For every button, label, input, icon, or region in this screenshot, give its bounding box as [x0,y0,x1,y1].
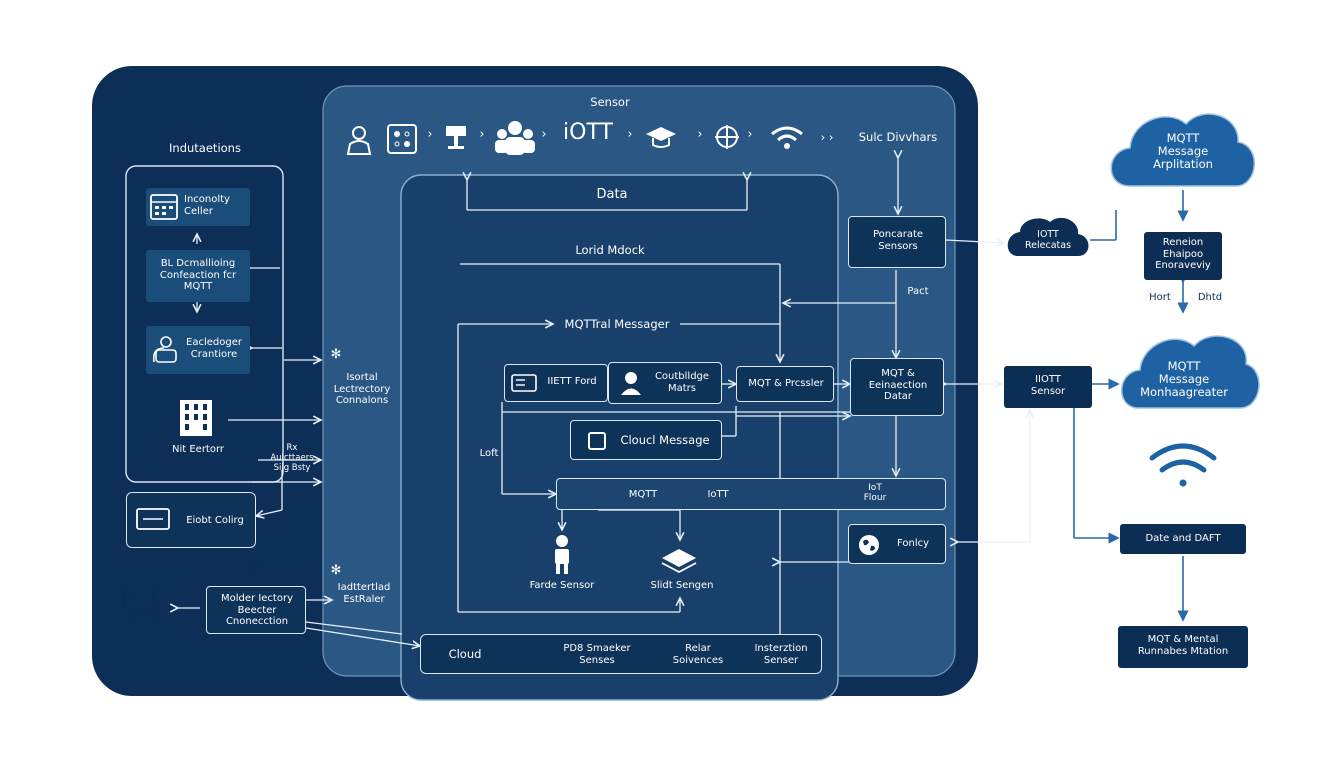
left-group-title: Indutaetions [169,141,241,155]
circuit-board-icon [386,123,418,159]
exchange-label: Eacledoger Crantiore [186,337,242,360]
globe-icon [857,533,881,561]
gear-icon: ✻ [330,347,342,362]
connection-card[interactable]: BL Dcmallioing Confeaction fcr MQTT [146,250,250,302]
mqt-presenter-node[interactable]: MQT & Prcssler [736,366,834,402]
iott-relecatas-cloud: IOTT Relecatas [1024,229,1072,251]
left-group-box [125,165,284,483]
hort-label: Hort [1149,292,1171,303]
wifi-signal-icon [770,124,804,154]
reneion-node[interactable]: Reneion Ehaipoo Enoraveviy [1144,232,1222,280]
mqt-extraction-node[interactable]: MQT & Eeinaection Datar [850,358,944,416]
mqt-presenter-label: MQT & Prcssler [748,378,824,389]
fonlcy-node[interactable]: Fonlcy [848,524,946,564]
connection-label: BL Dcmallioing Confeaction fcr MQTT [159,258,237,292]
bottom-sensor-bar[interactable]: Cloud PD8 Smaeker Senses Relar Soivences… [420,634,822,674]
mqtt-bar-label-1: MQTT [628,489,658,500]
exchange-card[interactable]: Eacledoger Crantiore [146,326,250,374]
arrow-glyph: › [747,127,753,142]
billet-label: Eiobt Colirg [186,515,244,526]
iott-label: iOTT [563,120,613,145]
monitor-icon [135,507,171,537]
people-icon [148,334,180,368]
date-dartt-node[interactable]: Date and DAFT [1120,524,1246,554]
inventory-card[interactable]: Inconolty Celler [146,188,250,226]
cloud-shapes [1007,113,1260,409]
small-wifi-icon [242,559,270,579]
load-model-label: Lorid Mdock [575,243,645,257]
mqt-mental-label: MQT & Mental Runnabes Mtation [1137,634,1229,657]
coutbildge-node[interactable]: Coutblldge Matrs [608,362,722,404]
side-label-estraler: Iadttertlad EstRaler [337,582,391,605]
cloud-label: Cloud [448,647,482,661]
side-label-connections: Isortal Lectrectory Connalons [333,372,391,406]
reneion-label: Reneion Ehaipoo Enoraveviy [1155,237,1211,271]
billet-card[interactable]: Eiobt Colirg [126,492,256,548]
mqt-mental-node[interactable]: MQT & Mental Runnabes Mtation [1118,626,1248,668]
user-icon [619,370,643,400]
cloud-message-node[interactable]: Cloucl Message [570,420,722,460]
iott-sensor-label: IIOTT Sensor [1030,374,1066,397]
building-label: Nit Eertorr [171,444,225,455]
wifi-icon [1149,443,1217,487]
portpolate-sensors-node[interactable]: Poncarate Sensors [848,216,946,268]
robot-machine-icon [120,578,172,630]
arrow-glyph: › [541,127,547,142]
square-icon [587,431,607,455]
fonlcy-label: Fonlcy [896,538,930,549]
iott-ford-label: IIETT Ford [547,376,597,387]
cloud-2-label[interactable]: MQTT Message Monhaagreater [1140,359,1228,400]
graduation-cap-icon [644,124,678,154]
server-icon [511,374,537,396]
module-label: Molder Iectory Beecter Cnonecction [221,593,293,627]
date-dartt-label: Date and DAFT [1145,533,1221,544]
slidt-sensor-label: Slidt Sengen [650,580,714,591]
mqtt-bar-label-2: IoTT [707,489,729,500]
side-label-aulcttaers: Rx Aulcttaers Silg Bsty [270,443,314,473]
farde-sensor-label: Farde Sensor [529,580,595,591]
iott-sensor-node[interactable]: IIOTT Sensor [1004,366,1092,408]
inventory-label: Inconolty Celler [184,194,230,217]
pb-smaeker-label: PD8 Smaeker Senses [563,643,631,666]
mqt-extraction-label: MQT & Eeinaection Datar [868,368,928,402]
pact-label: Pact [907,286,929,297]
arrow-glyph: › [627,127,633,142]
worker-icon [344,124,374,160]
dhtd-label: Dhtd [1197,292,1223,303]
person-icon [550,534,574,578]
data-panel-title: Data [596,187,628,202]
arrow-glyph: › [427,127,433,142]
coutbildge-label: Coutblldge Matrs [654,371,710,394]
connectors [178,158,1030,646]
double-arrow-glyph: › › [820,130,834,144]
loft-label: Loft [479,448,499,459]
cloud-message-label: Cloucl Message [620,433,710,447]
module-card[interactable]: Molder Iectory Beecter Cnonecction [206,586,306,634]
iott-bar-label: IoT Flour [863,483,887,504]
arrow-glyph: › [479,127,485,142]
mqtt-messager-label: MQTTral Messager [564,317,670,331]
instertation-label: Insterztion Senser [754,643,808,666]
calendar-icon [149,193,179,225]
platform-icon [660,546,698,578]
portpolate-label: Poncarate Sensors [872,229,924,252]
arrow-glyph: › [697,127,703,142]
mqtt-bar[interactable]: MQTT IoTT IoT Flour [556,478,946,510]
crosshair-icon [714,124,740,154]
sensor-panel-title: Sensor [590,95,630,109]
devices-label: Sulc Divvhars [858,130,938,144]
cloud-1-label[interactable]: MQTT Message Arplitation [1153,131,1213,172]
lamp-icon [443,124,469,158]
gear-icon-2: ✻ [330,563,342,578]
iott-ford-node[interactable]: IIETT Ford [504,364,608,402]
team-icon [494,118,536,162]
right-connectors [1073,190,1183,620]
relar-label: Relar Soivences [672,643,724,666]
building-icon [176,398,216,442]
